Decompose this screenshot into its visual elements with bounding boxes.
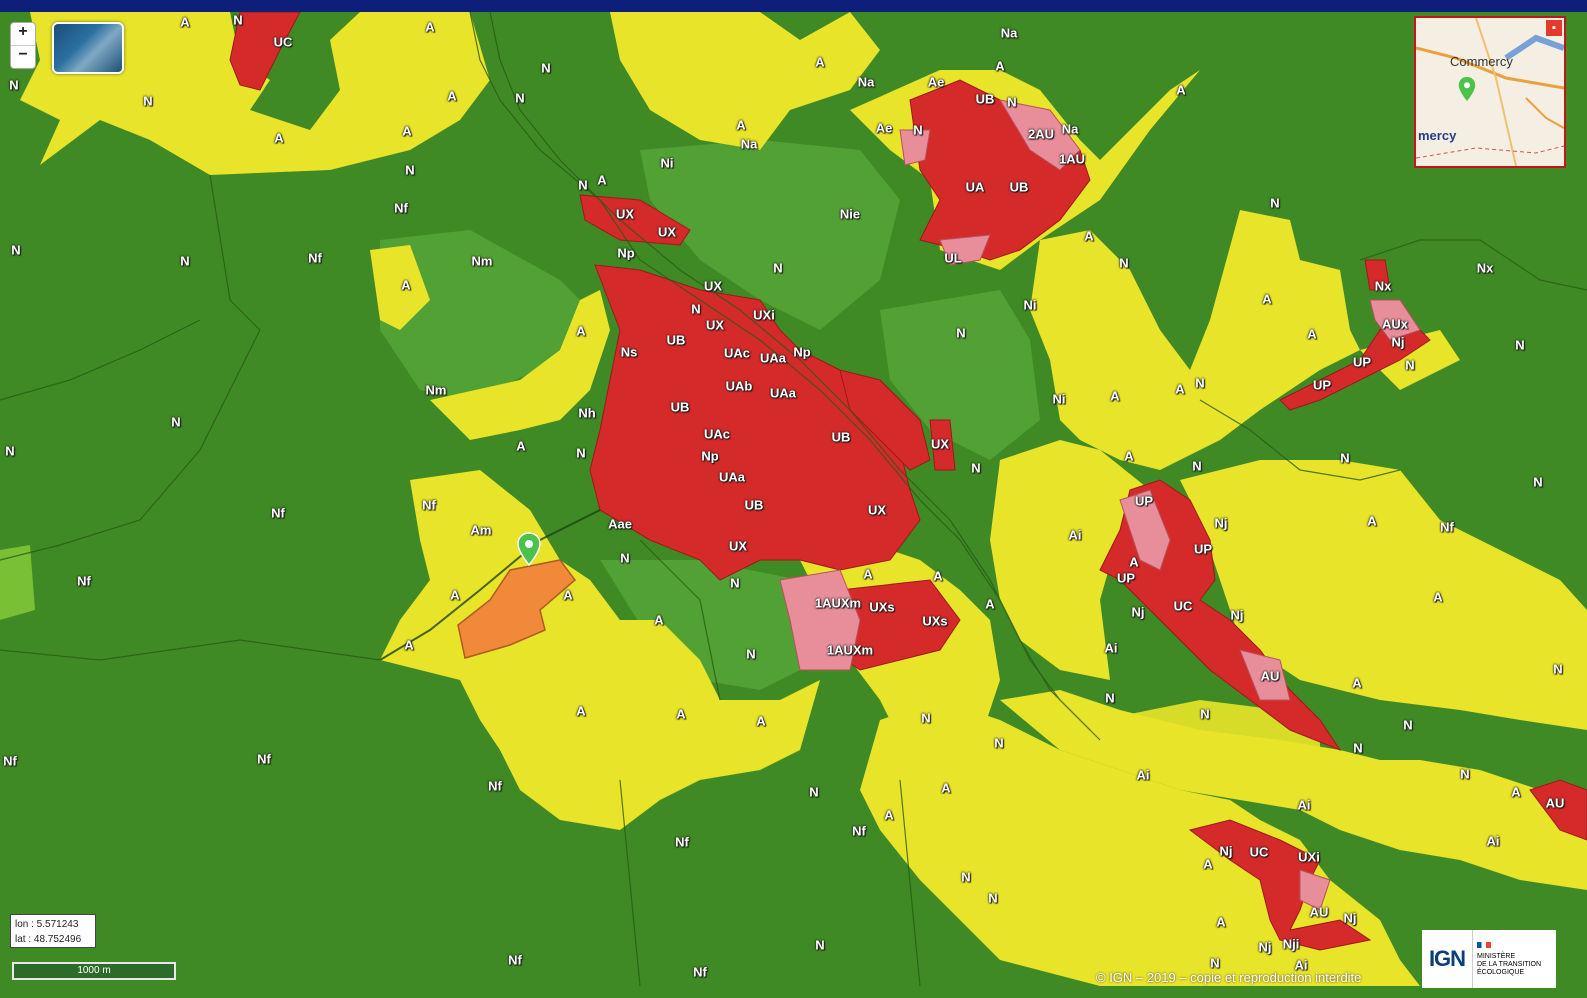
- location-pin-icon[interactable]: [517, 532, 541, 566]
- logos-panel: IGN MINISTÈRE DE LA TRANSITION ÉCOLOGIQU…: [1422, 930, 1556, 988]
- scale-bar: 1000 m: [12, 962, 176, 980]
- orange-zone: [457, 559, 577, 659]
- overview-close-icon[interactable]: ▪: [1546, 20, 1562, 36]
- overview-town-label-partial: mercy: [1418, 128, 1457, 143]
- overview-map-roads: [1416, 18, 1564, 166]
- zone-boundaries: [0, 12, 1587, 987]
- overview-town-label: Commercy: [1450, 54, 1513, 69]
- map-attribution: © IGN – 2019 – copie et reproduction int…: [1096, 970, 1362, 985]
- zoom-out-button[interactable]: −: [11, 45, 35, 68]
- coordinates-readout: lon : 5.571243 lat : 48.752496: [10, 914, 96, 948]
- french-flag-icon: [1477, 941, 1491, 948]
- longitude-text: lon : 5.571243: [15, 919, 79, 930]
- top-bar: [0, 0, 1587, 12]
- natural-light-zones: [0, 140, 1040, 690]
- ministry-logo: MINISTÈRE DE LA TRANSITION ÉCOLOGIQUE: [1473, 941, 1556, 977]
- layer-switcher-thumbnail[interactable]: [52, 22, 124, 74]
- zoom-in-button[interactable]: +: [18, 23, 28, 40]
- overview-pin-icon: [1458, 77, 1476, 101]
- to-urbanize-zones: [779, 99, 1421, 911]
- zoom-control: + −: [10, 22, 36, 69]
- latitude-text: lat : 48.752496: [15, 934, 82, 945]
- ign-logo: IGN: [1422, 930, 1473, 988]
- overview-map[interactable]: Commercy mercy ▪: [1414, 16, 1566, 168]
- zoning-layer: [0, 12, 1587, 987]
